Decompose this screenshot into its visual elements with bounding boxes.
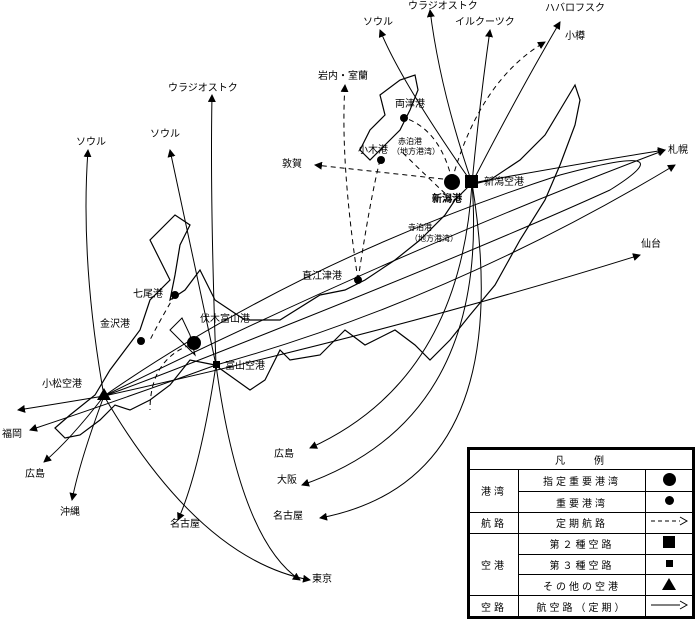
label-hiroshima-w: 広島	[25, 469, 45, 480]
sea-route-naoetsu-ogi	[357, 159, 381, 281]
label-teradomari-sub: （地方港湾）	[410, 234, 458, 243]
kanazawa-marker	[137, 337, 145, 345]
sea-route-nanao	[149, 294, 176, 341]
label-fukuoka: 福岡	[2, 429, 22, 440]
label-toyama-airport: 富山空港	[225, 361, 265, 372]
dashed-arrow-icon	[651, 516, 689, 526]
route-loop-upper	[103, 160, 641, 397]
route-niigata-hiroshima	[309, 182, 473, 449]
route-toyama-nagoya	[177, 364, 217, 521]
port-designated-icon	[662, 472, 676, 486]
legend: 凡 例 港湾 指定重要港湾 重要港湾 航路 定期航路 空港 第２種空路 第３種空…	[467, 447, 695, 619]
route-komatsu-sapporo	[103, 148, 666, 397]
route-toyama-vladivostok	[207, 94, 217, 366]
legend-title: 凡 例	[469, 449, 693, 470]
label-sapporo: 札幌	[668, 145, 688, 156]
label-osaka: 大阪	[277, 475, 297, 486]
route-niigata-irkutsk	[471, 29, 493, 184]
coastline-noto	[169, 317, 196, 357]
label-iwanai-muroran: 岩内・室蘭	[318, 71, 368, 82]
sea-route-niigata-tsuruga	[314, 161, 453, 181]
label-ryotsu: 両津港	[395, 99, 425, 110]
route-komatsu-seoul	[83, 149, 105, 397]
label-teradomari: 寺泊港	[408, 223, 432, 232]
label-ogi: 小木港	[358, 145, 388, 156]
route-niigata-seoul	[378, 29, 473, 184]
label-fushiki-toyama: 伏木富山港	[200, 314, 250, 325]
ryotsu-marker	[400, 114, 408, 122]
route-komatsu-sendai	[103, 253, 641, 397]
label-niigata-port: 新潟港	[432, 194, 462, 205]
sea-route-niigata-otaru	[451, 41, 546, 181]
fushiki-toyama-marker	[187, 336, 201, 350]
toyama-airport-marker	[213, 361, 220, 368]
solid-arrow-icon	[651, 600, 689, 610]
label-tokyo: 東京	[312, 574, 332, 585]
airport-other-icon	[662, 577, 676, 590]
legend-airway-category: 空路	[469, 595, 519, 617]
label-vladivostok-ne: ウラジオストク	[408, 1, 478, 12]
airport-3-icon	[665, 559, 673, 567]
komatsu-airport-marker	[97, 388, 111, 400]
label-seoul-mid: ソウル	[150, 129, 180, 140]
route-niigata-sapporo	[471, 147, 666, 184]
label-vladivostok-mid: ウラジオストク	[168, 83, 238, 94]
sea-route-niigata-ryotsu	[404, 117, 453, 181]
route-niigata-osaka	[301, 182, 475, 487]
label-naoetsu: 直江津港	[302, 271, 342, 282]
label-nanao: 七尾港	[133, 289, 163, 300]
niigata-port-marker	[444, 174, 460, 190]
sea-route-fushiki	[149, 344, 191, 411]
route-niigata-khabarovsk	[471, 21, 561, 184]
legend-route-regular: 定期航路	[518, 511, 646, 534]
legend-port-designated: 指定重要港湾	[518, 468, 646, 493]
sea-route-naoetsu-iwanai	[340, 84, 359, 281]
label-nagoya-w: 名古屋	[170, 519, 200, 530]
coastline-honshu	[54, 83, 581, 439]
route-komatsu-fukuoka	[17, 395, 105, 413]
route-niigata-vladivostok	[426, 9, 473, 184]
label-okinawa: 沖縄	[60, 507, 80, 518]
legend-airport-other: その他の空港	[518, 574, 646, 597]
label-akadomari-sub: （地方港湾）	[392, 147, 440, 156]
label-khabarovsk: ハバロフスク	[545, 3, 605, 14]
route-komatsu-hiroshima	[43, 395, 105, 463]
legend-airway-regular: 航空路（定期）	[518, 595, 646, 617]
route-toyama-fukuoka	[29, 364, 217, 432]
route-toyama-seoul	[167, 149, 217, 366]
label-seoul-ne: ソウル	[363, 17, 393, 28]
label-seoul-w: ソウル	[76, 137, 106, 148]
label-niigata-airport: 新潟空港	[484, 177, 524, 188]
label-otaru: 小樽	[565, 31, 585, 42]
coastline-sado	[359, 74, 419, 161]
legend-port-important: 重要港湾	[518, 491, 646, 513]
legend-airport-2: 第２種空路	[518, 532, 646, 555]
legend-airport-category: 空港	[469, 532, 519, 597]
airport-2-icon	[663, 536, 675, 549]
label-kanazawa: 金沢港	[100, 319, 130, 330]
route-niigata-nagoya	[319, 182, 482, 521]
legend-airport-3: 第３種空路	[518, 553, 646, 576]
legend-ports-category: 港湾	[469, 469, 519, 513]
niigata-airport-marker	[465, 175, 478, 188]
legend-route-category: 航路	[469, 511, 519, 534]
route-komatsu-okinawa	[69, 395, 105, 501]
label-irkutsk: イルクーツク	[455, 17, 515, 28]
nanao-marker	[171, 291, 179, 299]
route-komatsu-tokyo	[103, 395, 311, 583]
route-toyama-tokyo	[215, 364, 301, 581]
route-toyama-sapporo	[215, 164, 676, 366]
label-tsuruga: 敦賀	[282, 159, 302, 170]
label-hiroshima-e: 広島	[274, 449, 294, 460]
port-important-icon	[664, 496, 674, 506]
label-komatsu-airport: 小松空港	[42, 379, 82, 390]
sea-route-teradomari-akadomari	[399, 149, 453, 201]
ogi-marker	[377, 156, 385, 164]
label-nagoya-e: 名古屋	[273, 511, 303, 522]
label-akadomari: 赤泊港	[398, 137, 422, 146]
naoetsu-marker	[354, 276, 362, 284]
label-sendai: 仙台	[641, 239, 661, 250]
